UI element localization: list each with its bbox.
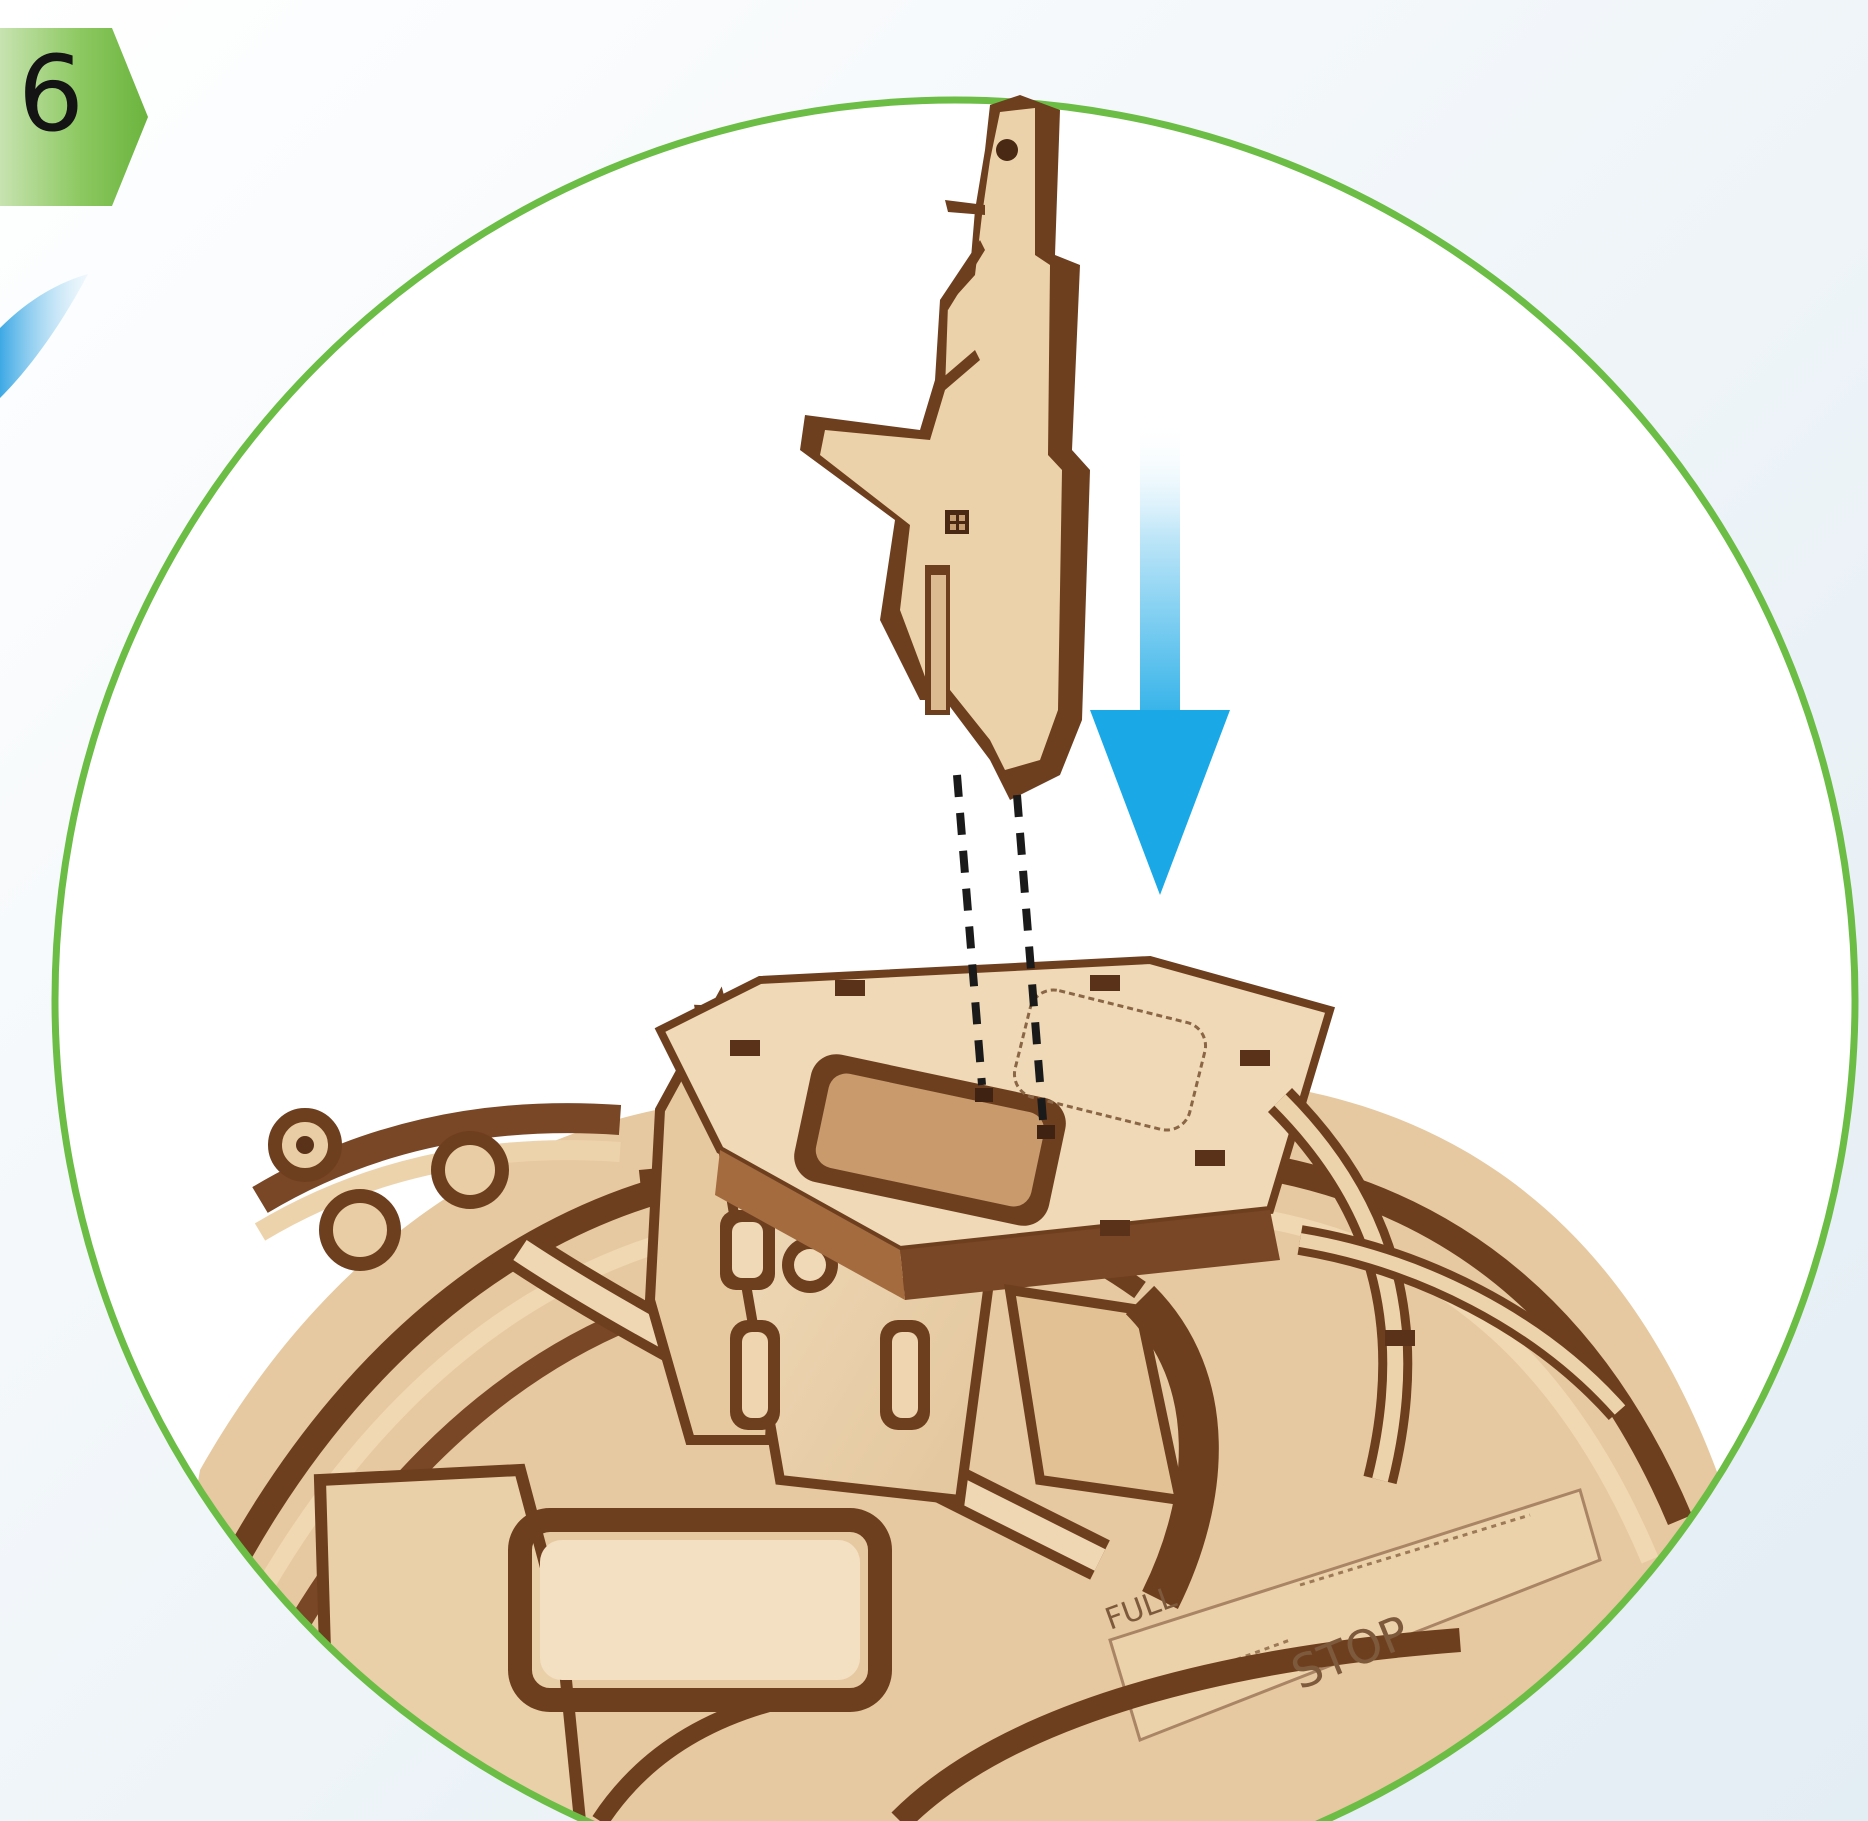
assembly-scene: FULL STOP <box>0 0 1868 1821</box>
instruction-page: 6 <box>0 0 1868 1821</box>
